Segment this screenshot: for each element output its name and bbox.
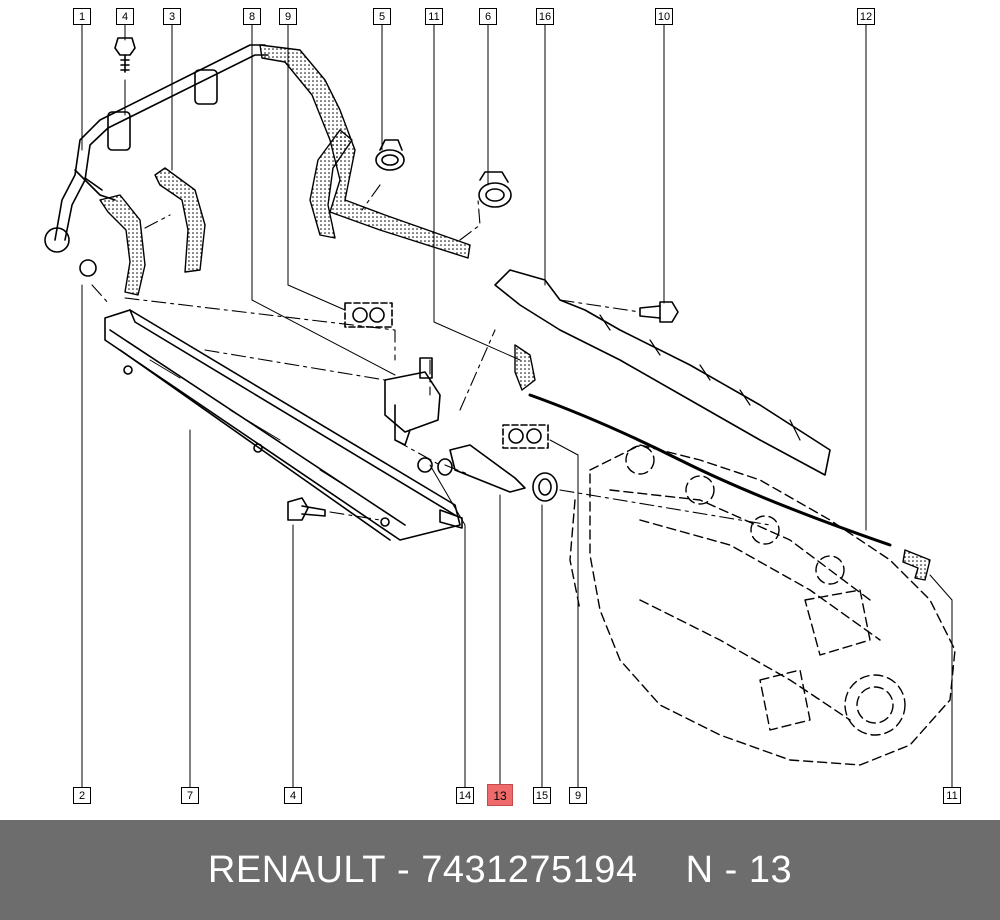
pressure-regulator	[344, 302, 441, 446]
part-info-footer: RENAULT - 7431275194 N - 13	[0, 820, 1000, 920]
brand-name: RENAULT	[207, 848, 386, 891]
callout-7[interactable]: 7	[181, 787, 199, 804]
bolts	[114, 37, 679, 521]
callout-9[interactable]: 9	[279, 8, 297, 25]
callout-12[interactable]: 12	[857, 8, 875, 25]
callout-3[interactable]: 3	[163, 8, 181, 25]
callout-13-highlighted[interactable]: 13	[487, 784, 513, 806]
callout-6[interactable]: 6	[479, 8, 497, 25]
position-prefix: N	[685, 848, 714, 891]
intake-manifold	[569, 444, 956, 766]
callout-2[interactable]: 2	[73, 787, 91, 804]
position-separator: -	[724, 848, 738, 891]
position-number: 13	[748, 848, 793, 891]
injector-harness-bracket	[494, 269, 892, 547]
hoses	[99, 44, 931, 581]
callout-9-bottom[interactable]: 9	[569, 787, 587, 804]
leader-lines	[81, 24, 953, 791]
callout-14[interactable]: 14	[456, 787, 474, 804]
callout-11[interactable]: 11	[425, 8, 443, 25]
callout-5[interactable]: 5	[373, 8, 391, 25]
brand-separator: -	[397, 848, 411, 891]
fuel-rail-exploded-diagram	[44, 24, 956, 791]
callout-15[interactable]: 15	[533, 787, 551, 804]
fuel-pipes	[44, 44, 269, 277]
fuel-rail-body	[104, 309, 463, 541]
callout-1[interactable]: 1	[73, 8, 91, 25]
hose-clamps	[375, 139, 512, 208]
callout-16[interactable]: 16	[536, 8, 554, 25]
part-number: 7431275194	[421, 848, 638, 891]
callout-8[interactable]: 8	[243, 8, 261, 25]
callout-4[interactable]: 4	[116, 8, 134, 25]
fuel-injector	[417, 424, 558, 502]
callout-10[interactable]: 10	[655, 8, 673, 25]
callout-4-bottom[interactable]: 4	[284, 787, 302, 804]
callout-11-bottom[interactable]: 11	[943, 787, 961, 804]
